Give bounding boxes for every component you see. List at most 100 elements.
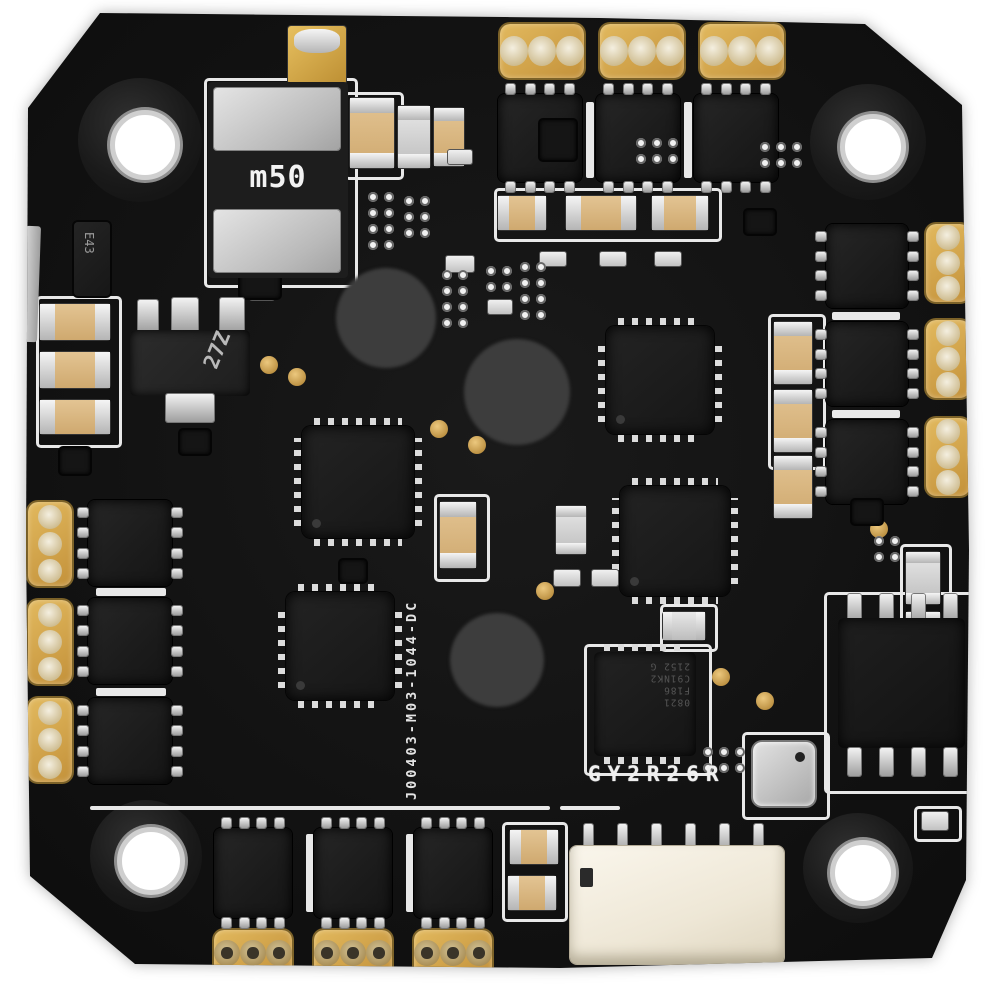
soic-pin [944,594,957,622]
capacitor-end [774,390,812,404]
pad-hole [935,250,961,276]
capacitor-end [350,152,394,168]
mosfet-pin [357,818,367,828]
pad-hole [440,940,466,966]
small-component [540,120,576,160]
connector-notch [580,868,593,887]
capacitor [40,352,110,388]
mosfet-pin [78,667,88,676]
sot23-transistor: E43 [74,222,110,296]
mosfet [214,818,292,928]
mosfet-pin [908,291,918,300]
through-hole-pad [384,208,394,218]
through-hole-pad [368,240,378,250]
capacitor-end [94,400,110,434]
mosfet-pin [172,746,182,756]
through-hole-pad [486,282,496,292]
soic-pin [880,594,893,622]
through-hole-pad [792,142,802,152]
mosfet-pin [663,84,672,94]
mosfet-pin [172,767,182,776]
capacitor-end [440,502,476,517]
silkscreen-bar [586,102,594,178]
soic-pin [848,594,861,622]
mosfet-pin [322,918,331,928]
pad-hole [37,727,63,753]
through-hole-pad [368,192,378,202]
pad-hole [37,602,63,628]
mosfet-pin [78,528,88,538]
chip-marking: 0821 F186 C91NK2 2152 G [649,660,690,708]
silkscreen-bar [832,410,900,418]
chip-pins [278,604,285,688]
motor-solder-pad [926,320,970,398]
resistor [554,570,580,586]
through-hole-pad [874,552,884,562]
mosfet-pin [78,646,88,656]
mosfet [78,698,182,784]
mosfet-pin [816,487,826,496]
mosfet-pin [816,428,826,437]
mosfet-pin [422,818,431,828]
silkscreen-bar [684,102,692,178]
mosfet-pin [375,918,384,928]
mosfet-pin [741,84,751,94]
capacitor-end [510,830,521,864]
transistor-marking: E43 [82,232,96,254]
through-hole-pad [384,224,394,234]
motor-solder-pad [700,24,784,78]
mosfet-pin [816,389,826,398]
mosfet-pin [357,918,367,928]
qfn-chip [598,318,722,442]
mosfet-pin [172,626,182,636]
solder-blob [293,29,341,53]
mosfet-pin [908,487,918,496]
mosfet-pin [702,182,711,192]
capacitor [498,196,546,230]
pad-hole [656,35,684,67]
resistor [922,812,948,830]
mosfet-pin [339,918,349,928]
mosfet-pin [172,528,182,538]
mosfet-pin [816,291,826,300]
mounting-hole [110,110,180,180]
soic-pin [912,594,925,622]
mosfet-pin [78,548,88,558]
mosfet-pin [475,918,484,928]
mosfet-pin [78,569,88,578]
connector-pin [720,824,729,852]
mosfet-pin [908,349,918,359]
chip-pins [598,338,605,422]
through-hole-pad [703,747,713,757]
capacitor [652,196,708,230]
mosfet-pin [525,84,535,94]
pad-hole [37,629,63,655]
mosfet-pin [172,706,182,715]
chip-pins [314,539,402,546]
capacitor-end [774,370,812,384]
bulk-capacitor: m50 [208,82,348,278]
motor-solder-pad [28,502,72,586]
mosfet-pin [78,606,88,615]
through-hole-pad [520,262,530,272]
silkscreen-outline [914,806,962,842]
capacitor-end [695,612,705,640]
motor-solder-pad [28,698,72,782]
pad-hole [500,35,528,67]
regulator-pin [138,300,158,332]
through-hole-pad [368,224,378,234]
mosfet-pin [172,667,182,676]
connector-pin [754,824,763,852]
capacitor-end [774,504,812,518]
pad-hole [935,225,961,250]
mosfet-pin [78,767,88,776]
small-component [340,560,366,582]
sensor-chip: 0821 F186 C91NK2 2152 G [594,644,696,764]
mosfet-pin [525,182,535,192]
soic-pin [880,748,893,776]
capacitor-end [906,552,940,564]
mosfet-pin [172,646,182,656]
pad-hole [935,276,961,301]
capacitor [508,876,556,910]
